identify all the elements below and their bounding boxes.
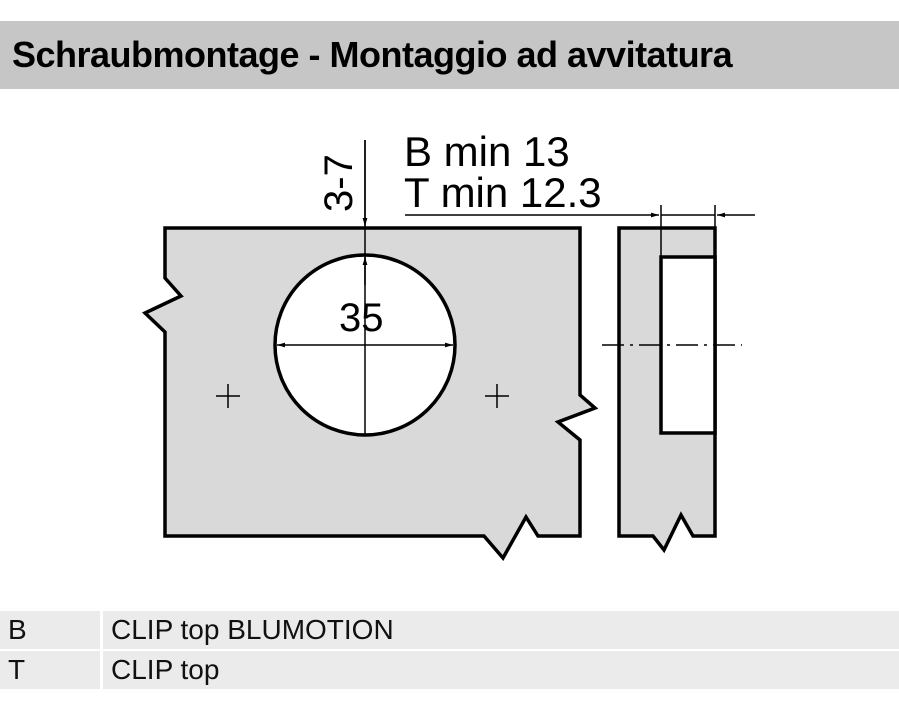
- page-title: Schraubmontage - Montaggio ad avvitatura: [12, 34, 733, 75]
- legend-key: B: [8, 614, 27, 645]
- distance-label-b: B min 13: [404, 128, 570, 175]
- legend-value-cell: CLIP top BLUMOTION: [103, 611, 899, 649]
- legend-value-cell: CLIP top: [103, 651, 899, 689]
- depth-dimension: 3-7: [317, 140, 368, 285]
- distance-label-t: T min 12.3: [404, 169, 602, 216]
- header-band: Schraubmontage - Montaggio ad avvitatura: [0, 21, 899, 89]
- legend-key-cell: T: [0, 651, 100, 689]
- legend-row: T CLIP top: [0, 651, 899, 689]
- legend-value: CLIP top BLUMOTION: [111, 614, 394, 645]
- legend-key: T: [8, 654, 26, 685]
- side-view-panel: [405, 205, 755, 554]
- bore-hole: [273, 140, 457, 437]
- legend-row: B CLIP top BLUMOTION: [0, 611, 899, 649]
- legend-key-cell: B: [0, 611, 100, 649]
- bore-diameter-label: 35: [339, 296, 384, 340]
- legend-value: CLIP top: [111, 654, 220, 685]
- screw-hole-marks: [216, 384, 509, 408]
- depth-label: 3-7: [317, 154, 361, 212]
